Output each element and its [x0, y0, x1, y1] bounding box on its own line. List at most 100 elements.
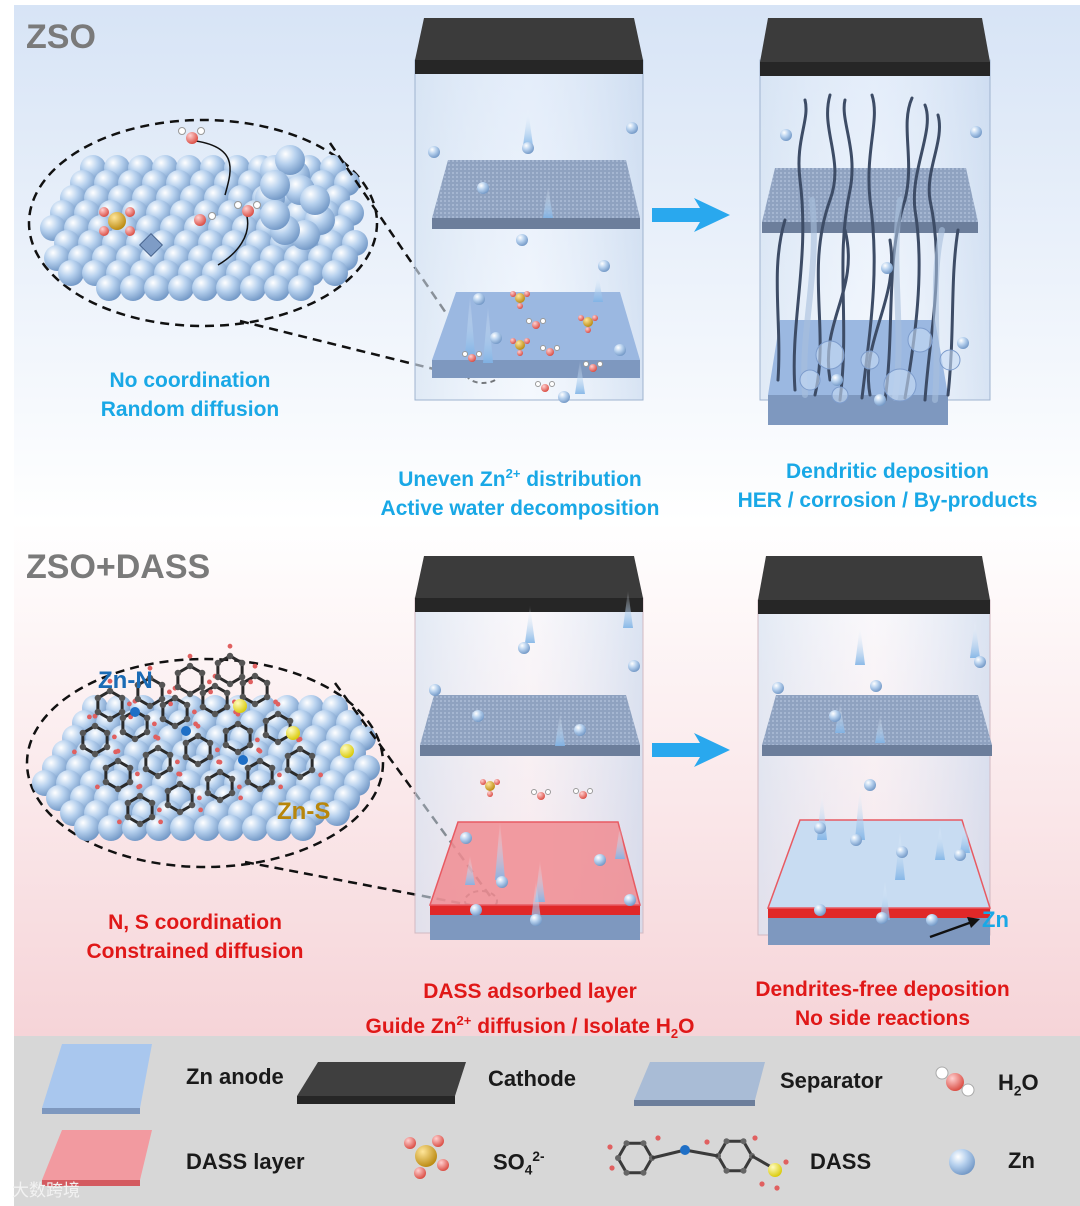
oxygen-atom [116, 819, 122, 825]
zn-atom [146, 815, 172, 841]
oxygen-atom [155, 735, 161, 741]
watermark: 大数跨境 [12, 1181, 80, 1200]
carbon-atom [102, 764, 110, 772]
carbon-atom [158, 681, 166, 689]
caption-line: Dendritic deposition [785, 460, 989, 483]
caption-text: Guide Zn [365, 1015, 457, 1038]
carbon-atom [251, 672, 259, 680]
water-molecule-icon [540, 345, 560, 356]
carbon-atom [114, 757, 122, 765]
oxygen-atom [134, 771, 140, 777]
carbon-atom [723, 1138, 730, 1145]
legend-separator-label: Separator [780, 1068, 883, 1093]
legend-text: H [998, 1070, 1014, 1095]
sulfur-atom [340, 744, 354, 758]
carbon-atom [142, 751, 150, 759]
oxygen-atom [278, 784, 284, 790]
carbon-atom [171, 722, 179, 730]
water-molecule-icon [194, 212, 216, 226]
oxygen-atom [168, 701, 174, 707]
carbon-atom [238, 673, 246, 681]
ion-flux-cone [465, 855, 475, 885]
oxygen-atom [156, 807, 162, 813]
zn-ion [970, 126, 982, 138]
legend-dass-label: DASS [810, 1149, 872, 1174]
zn-ion [472, 710, 484, 722]
ion-flux-cone [880, 880, 890, 920]
ion-flux-cone [855, 785, 865, 840]
carbon-atom [199, 689, 207, 697]
carbon-atom [246, 741, 254, 749]
zn-ion [876, 912, 888, 924]
separator [420, 695, 640, 756]
bond [684, 1148, 719, 1158]
dass-result-caption: Dendrites-free deposition No side reacti… [725, 975, 1040, 1033]
caption-line: Random diffusion [100, 398, 280, 421]
zn-atom [218, 815, 244, 841]
carbon-atom [171, 694, 179, 702]
carbon-atom [211, 682, 219, 690]
ion-flux-cone [525, 605, 535, 643]
carbon-atom [164, 787, 172, 795]
zn-anode [432, 292, 640, 378]
carbon-atom [119, 714, 127, 722]
oxygen-atom [191, 709, 197, 715]
oxygen-atom [783, 1159, 789, 1165]
zn-atom [120, 275, 146, 301]
zn-atom [168, 275, 194, 301]
carbon-atom [183, 701, 191, 709]
carbon-atom [228, 789, 236, 797]
dass-panel-title: ZSO+DASS [26, 548, 211, 586]
carbon-atom [268, 764, 276, 772]
oxygen-atom [655, 1135, 661, 1141]
carbon-atom [198, 669, 206, 677]
bubble [939, 349, 961, 371]
carbon-atom [234, 748, 242, 756]
ion-flux-cone [543, 186, 553, 218]
carbon-atom [94, 708, 102, 716]
carbon-atom [640, 1169, 647, 1176]
carbon-atom [148, 799, 156, 807]
carbon-atom [274, 710, 282, 718]
bubble [883, 368, 917, 402]
carbon-atom [263, 693, 271, 701]
zn-ion [490, 332, 502, 344]
carbon-atom [256, 785, 264, 793]
oxygen-atom [254, 737, 260, 743]
sulfur-atom [233, 699, 247, 713]
zn-ion [496, 876, 508, 888]
oxygen-atom [111, 734, 117, 740]
carbon-atom [103, 729, 111, 737]
zn-ion [780, 129, 792, 141]
legend-zn-icon [949, 1149, 975, 1175]
zoom-line [239, 319, 467, 379]
carbon-atom [296, 745, 304, 753]
oxygen-atom [257, 748, 263, 754]
carbon-atom [118, 694, 126, 702]
zn-ion [896, 846, 908, 858]
nitrogen-atom [680, 1145, 690, 1155]
carbon-atom [159, 715, 167, 723]
carbon-atom [174, 669, 182, 677]
ion-flux-cone [465, 295, 475, 355]
zn-ion [428, 146, 440, 158]
carbon-atom [126, 764, 134, 772]
oxygen-atom [198, 807, 204, 813]
oxygen-atom [92, 713, 98, 719]
carbon-atom [131, 735, 139, 743]
bond [651, 1148, 686, 1160]
oxygen-atom [177, 771, 183, 777]
legend-sup: 2- [532, 1149, 545, 1164]
carbon-atom [182, 739, 190, 747]
carbon-atom [256, 757, 264, 765]
zn-atom [192, 275, 218, 301]
carbon-atom [623, 1169, 630, 1176]
carbon-atom [246, 727, 254, 735]
diffusion-arrow [187, 139, 231, 196]
oxygen-atom [166, 689, 172, 695]
carbon-atom [188, 801, 196, 809]
zn-ion [864, 779, 876, 791]
carbon-atom [118, 708, 126, 716]
carbon-atom [226, 652, 234, 660]
